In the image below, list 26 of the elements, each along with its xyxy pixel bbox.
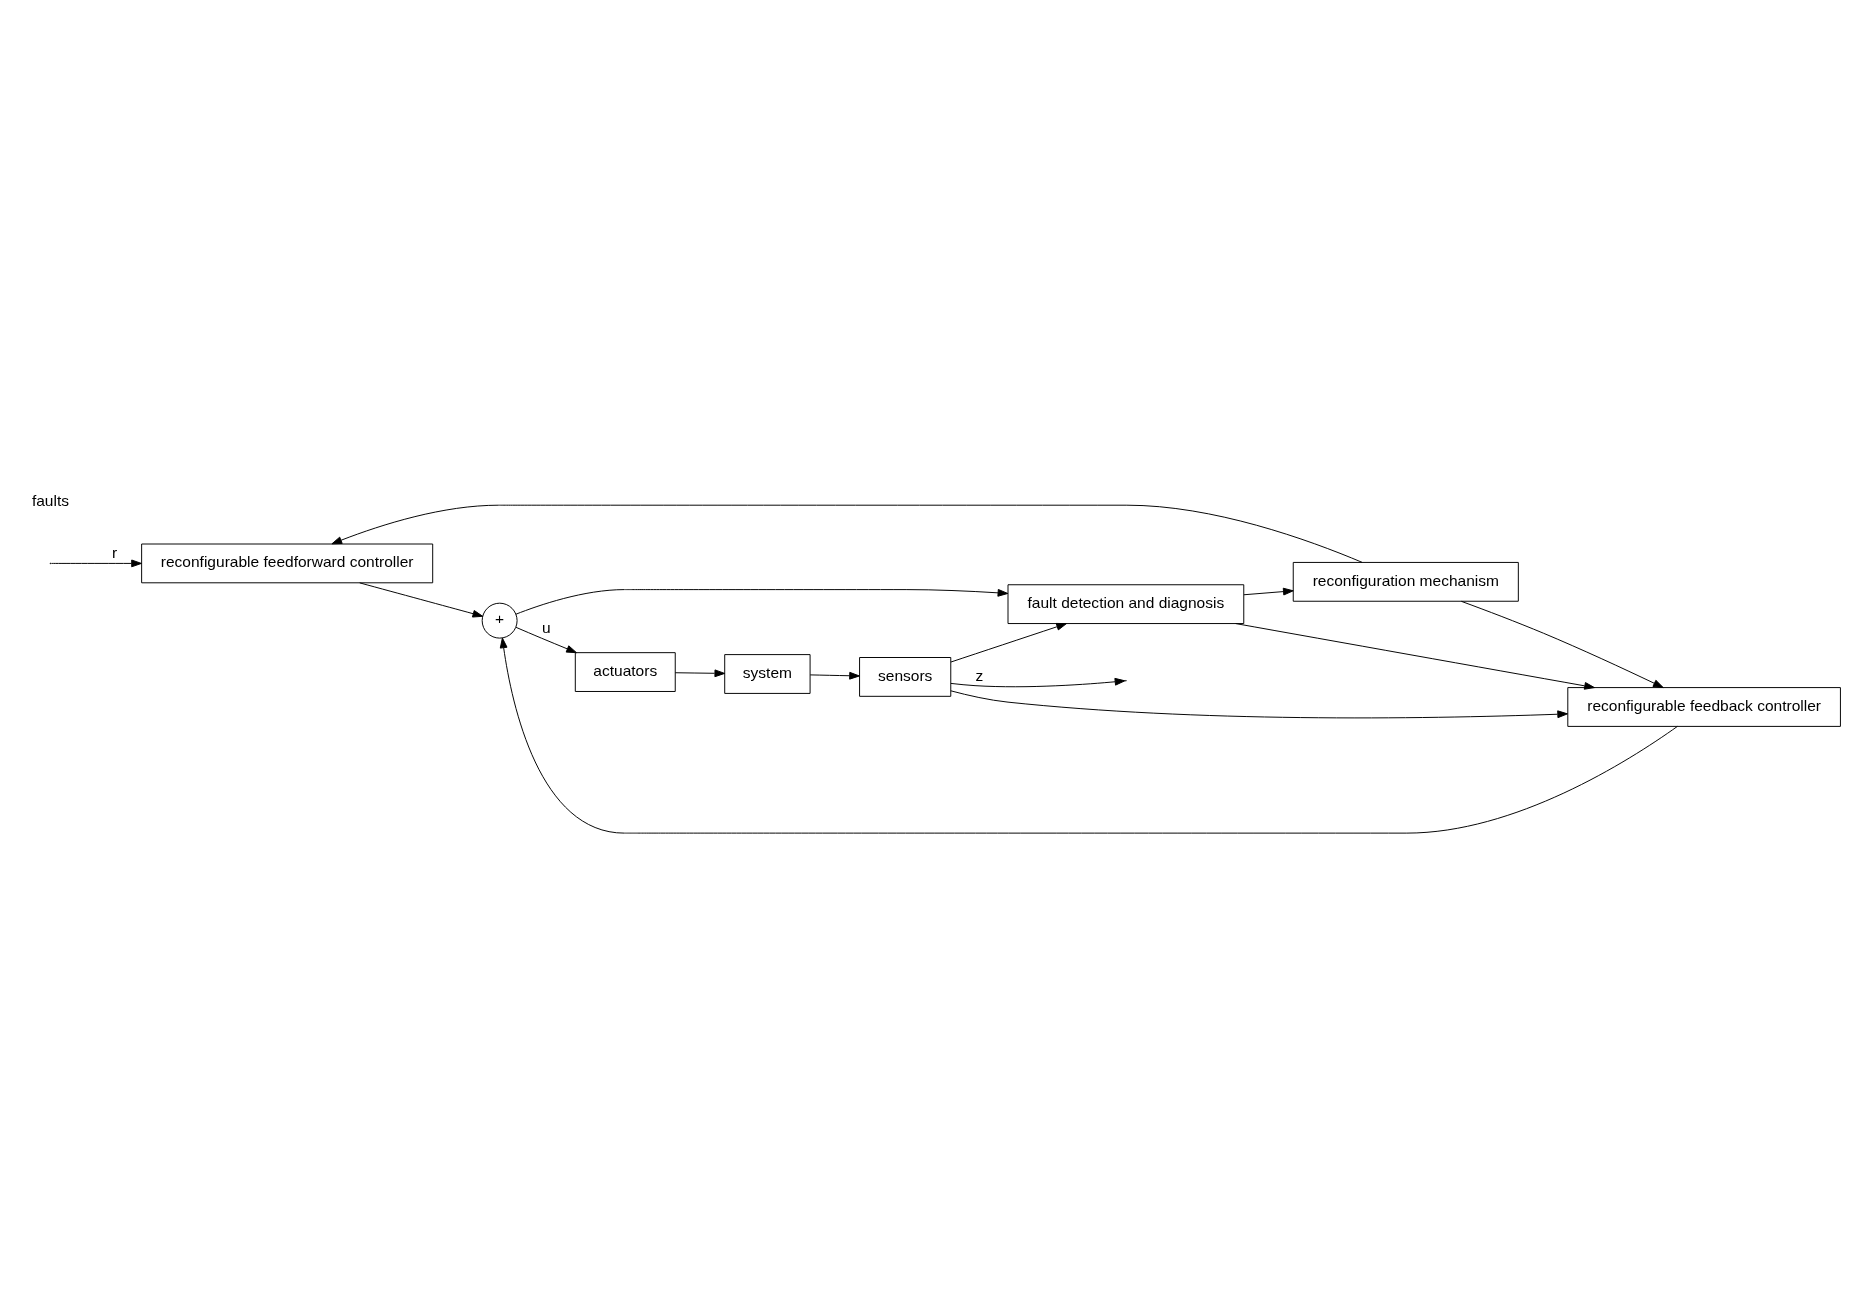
arrow: [359, 581, 484, 618]
node-box: reconfigurable feedback controller: [1567, 686, 1841, 727]
node-box: reconfigurable feedforward controller: [141, 543, 434, 583]
arrow: [809, 671, 860, 680]
node-box: system: [724, 653, 811, 694]
arrow: [50, 559, 142, 567]
arrow: [331, 504, 1363, 563]
arrow: [950, 622, 1067, 662]
arrow: [499, 637, 1678, 834]
label: faults: [31, 491, 69, 509]
edge-label: z: [975, 666, 984, 684]
node-box: actuators: [574, 651, 676, 692]
arrow: [1235, 622, 1595, 690]
node-box: reconfiguration mechanism: [1292, 561, 1519, 602]
arrow: [1460, 600, 1664, 688]
node-circle: +: [481, 602, 518, 639]
arrow: [515, 588, 1009, 615]
edge-label: r: [111, 543, 118, 561]
arrow: [950, 677, 1126, 687]
node-box: fault detection and diagnosis: [1007, 583, 1245, 624]
node-box: sensors: [859, 656, 952, 697]
edge-label: u: [541, 618, 551, 636]
arrow: [515, 626, 577, 653]
arrow: [950, 689, 1568, 718]
arrow: [1243, 587, 1294, 595]
arrow: [674, 668, 726, 677]
